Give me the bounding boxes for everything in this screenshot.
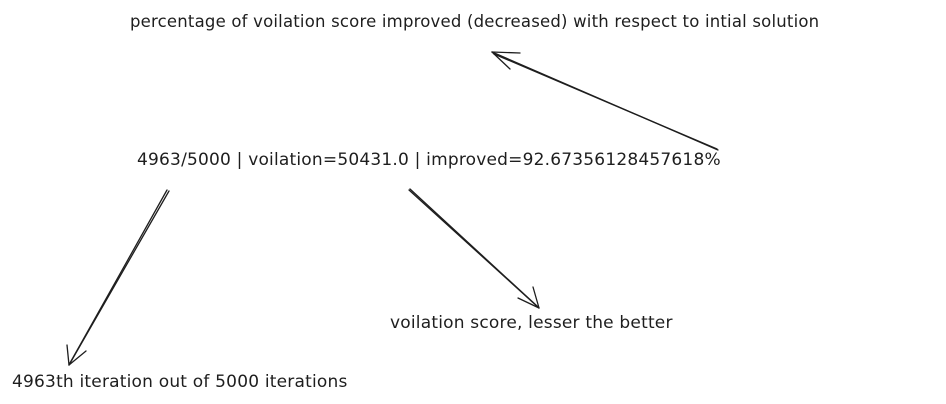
arrow-to-improved-note xyxy=(491,51,719,151)
improved-percentage-note: percentage of voilation score improved (… xyxy=(130,12,820,31)
violation-score-note: voilation score, lesser the better xyxy=(390,313,673,333)
arrow-to-iteration-note xyxy=(66,189,170,366)
arrow-to-score-note xyxy=(408,188,540,309)
iteration-count-note: 4963th iteration out of 5000 iterations xyxy=(12,372,348,392)
progress-output-line: 4963/5000 | voilation=50431.0 | improved… xyxy=(137,150,721,170)
